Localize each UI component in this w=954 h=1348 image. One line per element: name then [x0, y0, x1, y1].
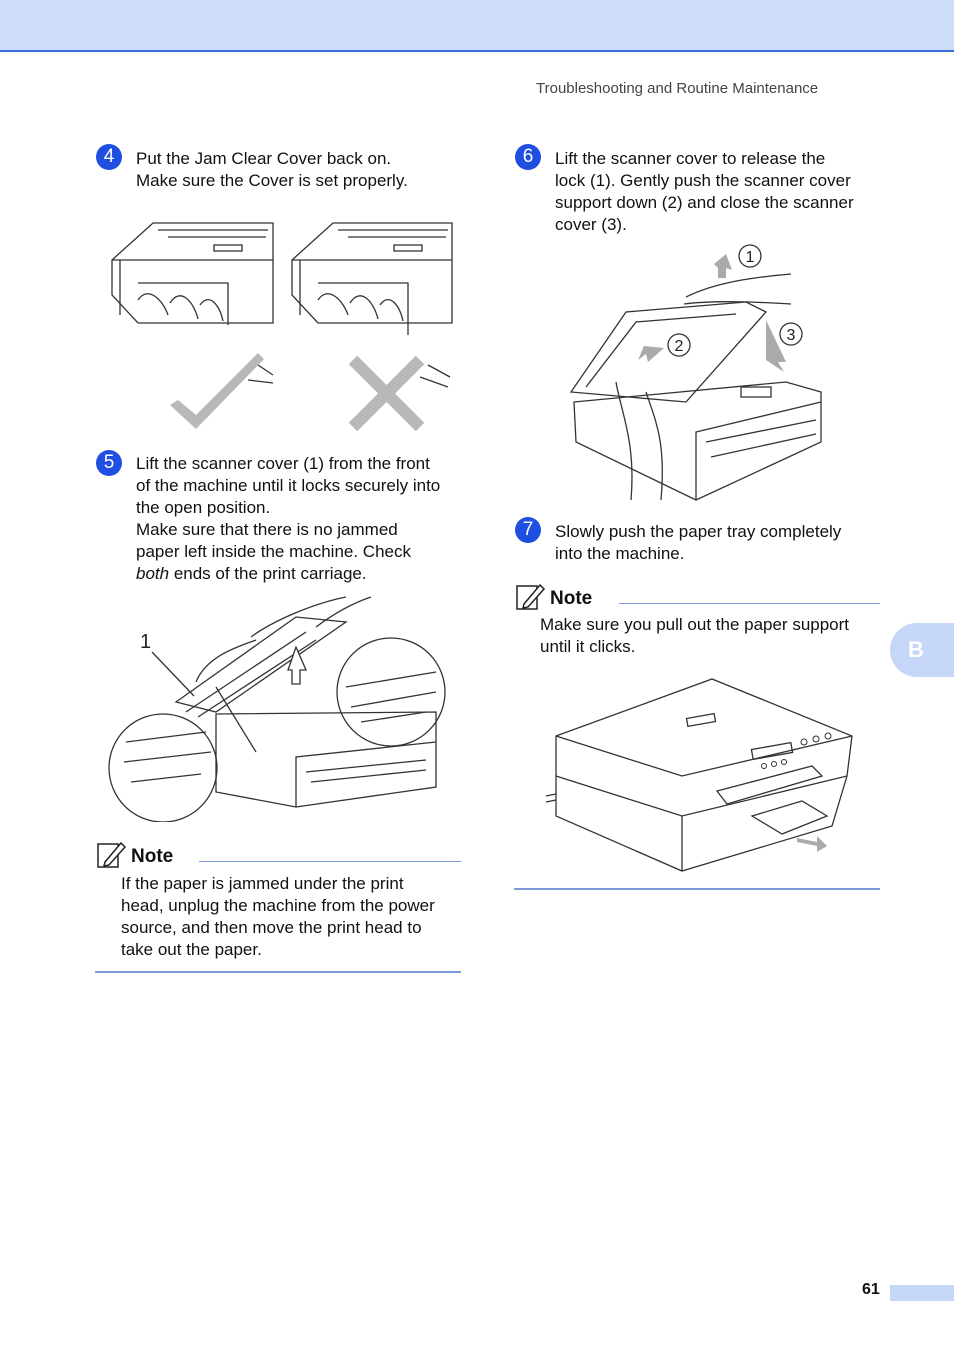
note-title: Note	[550, 588, 593, 609]
cross-icon	[348, 355, 425, 432]
note-divider	[199, 861, 461, 862]
text-line: source, and then move the print head to	[121, 918, 422, 937]
note-end-rule	[95, 971, 461, 973]
check-icon	[170, 353, 264, 429]
step-number-badge: 7	[515, 517, 541, 543]
step-number-badge: 6	[515, 144, 541, 170]
text-line: take out the paper.	[121, 940, 262, 959]
text-line: head, unplug the machine from the power	[121, 896, 435, 915]
arrow-right-icon	[797, 836, 827, 852]
text-line: support down (2) and close the scanner	[555, 193, 854, 212]
text-line: into the machine.	[555, 544, 685, 563]
text-line: until it clicks.	[540, 637, 636, 656]
text-line: Make sure you pull out the paper support	[540, 615, 850, 634]
step-number-badge: 5	[96, 450, 122, 476]
text-line: the open position.	[136, 498, 271, 517]
text-line: both ends of the print carriage.	[136, 563, 440, 585]
text-line: If the paper is jammed under the print	[121, 874, 404, 893]
step-text: Lift the scanner cover (1) from the fron…	[136, 453, 440, 585]
arrow-up-icon	[287, 645, 307, 685]
header-band	[0, 0, 954, 52]
text-fragment: ends of the print carriage.	[169, 564, 367, 583]
note-text: If the paper is jammed under the print h…	[121, 873, 435, 961]
text-line: cover (3).	[555, 215, 627, 234]
text-line: Lift the scanner cover to release the	[555, 149, 826, 168]
text-line: Lift the scanner cover (1) from the fron…	[136, 454, 430, 473]
page-number: 61	[862, 1281, 880, 1298]
text-line: Put the Jam Clear Cover back on.	[136, 149, 392, 168]
callout-circle-1	[738, 244, 762, 268]
callout-label: 2	[675, 338, 684, 355]
callout-label: 1	[140, 631, 151, 653]
chapter-tab: B	[890, 623, 954, 677]
step-number-badge: 4	[96, 144, 122, 170]
arrow-left-icon	[638, 346, 664, 362]
note-end-rule	[514, 888, 880, 890]
step-text: Slowly push the paper tray completely in…	[555, 521, 841, 565]
note-pencil-icon	[516, 583, 546, 610]
page-number-bar	[890, 1285, 954, 1301]
text-line: Make sure that there is no jammed	[136, 520, 398, 539]
callout-circle-2	[667, 333, 691, 357]
text-line: paper left inside the machine. Check	[136, 542, 411, 561]
jam-cover-comparison-illustration	[111, 222, 453, 432]
text-line: Make sure the Cover is set properly.	[136, 171, 408, 190]
note-title: Note	[131, 846, 174, 867]
note-text: Make sure you pull out the paper support…	[540, 614, 849, 658]
emphasis-text: both	[136, 564, 170, 583]
text-line: of the machine until it locks securely i…	[136, 476, 441, 495]
note-pencil-icon	[97, 841, 127, 868]
step-text: Put the Jam Clear Cover back on. Make su…	[136, 148, 408, 192]
callout-circle-3	[779, 322, 803, 346]
arrow-down-icon	[766, 320, 786, 372]
note-divider	[619, 603, 880, 604]
paper-support-illustration	[545, 678, 853, 872]
close-scanner-cover-illustration: 1 2 3	[569, 244, 822, 501]
callout-label: 1	[746, 249, 755, 266]
scanner-cover-lift-illustration: 1	[108, 596, 446, 822]
callout-label: 3	[787, 327, 796, 344]
running-head: Troubleshooting and Routine Maintenance	[536, 80, 819, 97]
step-text: Lift the scanner cover to release the lo…	[555, 148, 854, 236]
text-line: lock (1). Gently push the scanner cover	[555, 171, 851, 190]
arrow-up-icon	[714, 254, 732, 278]
text-line: Slowly push the paper tray completely	[555, 522, 842, 541]
